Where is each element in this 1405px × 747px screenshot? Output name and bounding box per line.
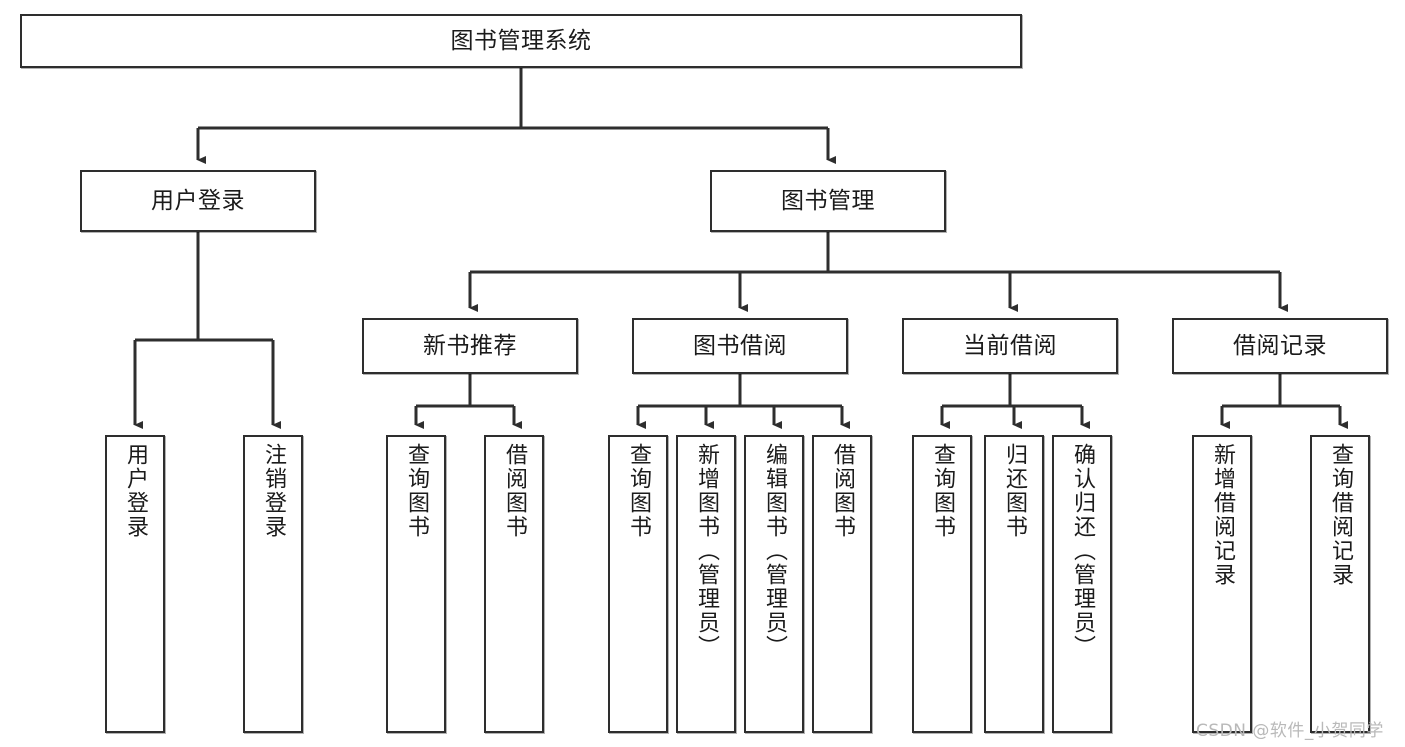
node-label: 查询图书 (403, 443, 429, 539)
node-label: 查询图书 (929, 443, 955, 539)
node-label: 查询借阅记录 (1327, 443, 1353, 587)
node-user-login[interactable]: 用户登录 (80, 170, 316, 232)
node-borrow-record[interactable]: 借阅记录 (1172, 318, 1388, 374)
node-label: 注销登录 (260, 443, 286, 539)
node-label: 借阅记录 (1233, 332, 1327, 359)
node-leaf-return-book[interactable]: 归还图书 (984, 435, 1044, 733)
node-label: 新书推荐 (423, 332, 517, 359)
node-leaf-query-book-borrow[interactable]: 查询图书 (608, 435, 668, 733)
node-book-borrow[interactable]: 图书借阅 (632, 318, 848, 374)
node-label: 用户登录 (122, 443, 148, 539)
node-new-book-recommend[interactable]: 新书推荐 (362, 318, 578, 374)
node-label: 用户登录 (151, 187, 245, 214)
node-label: 新增借阅记录 (1209, 443, 1235, 587)
node-root[interactable]: 图书管理系统 (20, 14, 1022, 68)
node-label: 借阅图书 (501, 443, 527, 539)
node-leaf-query-book-recommend[interactable]: 查询图书 (386, 435, 446, 733)
node-leaf-add-borrow-record[interactable]: 新增借阅记录 (1192, 435, 1252, 733)
node-label: 编辑图书（管理员） (761, 443, 787, 659)
node-label: 确认归还（管理员） (1069, 443, 1095, 659)
node-label: 当前借阅 (963, 332, 1057, 359)
csdn-watermark: CSDN @软件_小贺同学 (1196, 721, 1384, 741)
node-leaf-add-book-admin[interactable]: 新增图书（管理员） (676, 435, 736, 733)
node-book-management[interactable]: 图书管理 (710, 170, 946, 232)
node-current-borrow[interactable]: 当前借阅 (902, 318, 1118, 374)
node-label: 借阅图书 (829, 443, 855, 539)
node-leaf-borrow-book-recommend[interactable]: 借阅图书 (484, 435, 544, 733)
node-leaf-user-login[interactable]: 用户登录 (105, 435, 165, 733)
node-leaf-confirm-return-admin[interactable]: 确认归还（管理员） (1052, 435, 1112, 733)
node-label: 归还图书 (1001, 443, 1027, 539)
node-leaf-query-book-current[interactable]: 查询图书 (912, 435, 972, 733)
node-label: 图书管理 (781, 187, 875, 214)
node-leaf-edit-book-admin[interactable]: 编辑图书（管理员） (744, 435, 804, 733)
node-leaf-borrow-book[interactable]: 借阅图书 (812, 435, 872, 733)
node-leaf-query-borrow-record[interactable]: 查询借阅记录 (1310, 435, 1370, 733)
node-label: 新增图书（管理员） (693, 443, 719, 659)
node-label: 图书借阅 (693, 332, 787, 359)
node-leaf-logout-login[interactable]: 注销登录 (243, 435, 303, 733)
node-label: 查询图书 (625, 443, 651, 539)
node-label: 图书管理系统 (450, 27, 592, 54)
